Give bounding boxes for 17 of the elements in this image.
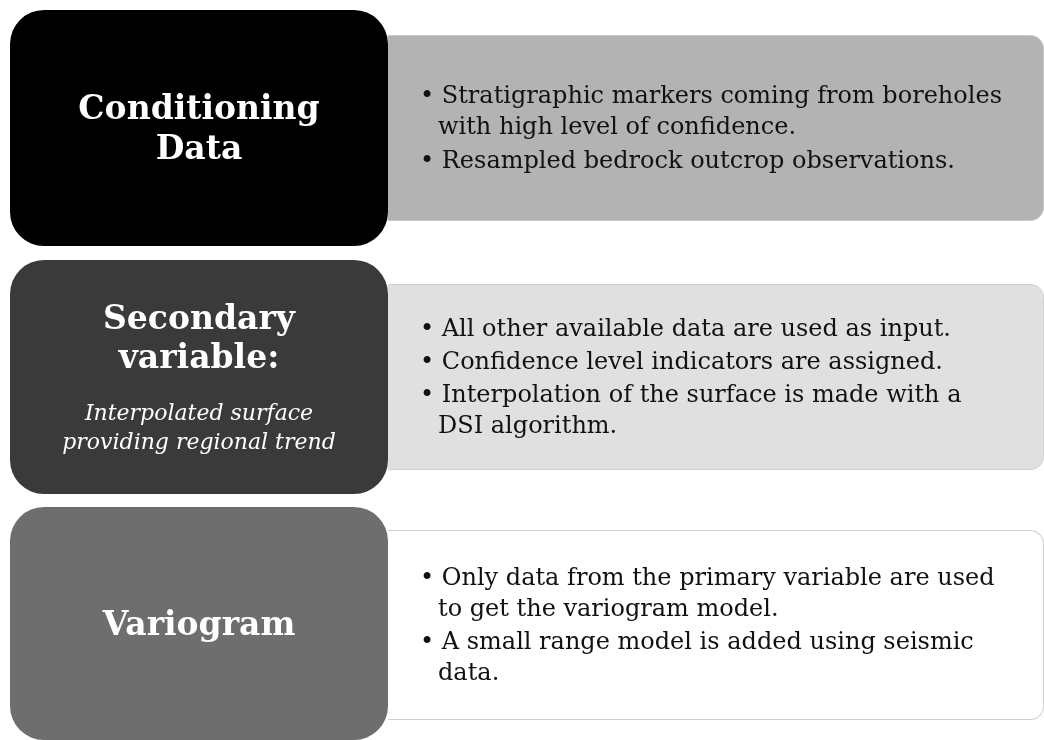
bullet-panel xyxy=(388,35,1044,221)
bullet-item: • All other available data are used as input. xyxy=(420,312,952,344)
bullet-item: • Resampled bedrock outcrop observations. xyxy=(420,144,956,176)
card-subtitle: Interpolated surface providing regional trend xyxy=(61,399,337,456)
bullet-item: • Only data from the primary variable are used to get the variogram model. xyxy=(420,561,996,624)
card-title: Variogram xyxy=(102,603,296,644)
title-card xyxy=(10,260,388,494)
bullet-item: • Stratigraphic markers coming from boreholes with high level of confidence. xyxy=(420,80,1003,143)
title-card xyxy=(10,10,388,246)
title-card xyxy=(10,507,388,740)
bullet-item: • A small range model is added using seismic data. xyxy=(420,626,975,689)
bullet-panel xyxy=(388,530,1044,720)
bullet-item: • Confidence level indicators are assigned. xyxy=(420,345,944,377)
card-title: Secondary variable: xyxy=(102,297,297,377)
bullet-item: • Interpolation of the surface is made with a DSI algorithm. xyxy=(420,379,963,442)
card-title: Conditioning Data xyxy=(77,88,321,168)
bullet-panel xyxy=(388,284,1044,470)
